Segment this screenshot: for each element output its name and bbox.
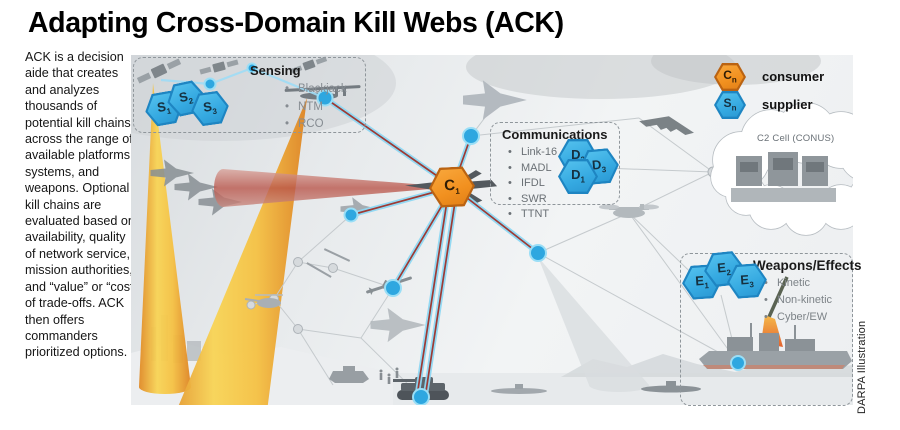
communications-title: Communications <box>502 127 608 142</box>
cloud-label: C2 Cell (CONUS) <box>757 133 835 144</box>
illustration-svg <box>131 55 853 405</box>
list-item: TTNT <box>507 207 557 223</box>
missile-icon <box>306 262 332 278</box>
osprey-icon <box>599 204 659 218</box>
credit-text: DARPA Illustration <box>856 320 868 414</box>
list-item: Kinetic <box>763 275 832 292</box>
list-item: IFDL <box>507 176 557 192</box>
soldiers <box>379 367 399 384</box>
satellite-icon <box>290 56 328 74</box>
amphibious-vehicle-icon <box>329 366 369 383</box>
weapons-title: Weapons/Effects <box>753 258 862 273</box>
sensing-list: BlackjackNTMRCO <box>284 81 347 134</box>
strike-jet-icon <box>370 307 426 343</box>
list-item: NTM <box>284 99 347 117</box>
page-title: Adapting Cross-Domain Kill Webs (ACK) <box>28 7 564 39</box>
satellite-icon <box>199 59 239 75</box>
c2-cloud <box>710 102 853 236</box>
satellite-sensor-cone-left <box>139 83 191 394</box>
submarine-icon <box>641 381 701 393</box>
sonar-cone <box>538 257 649 392</box>
targeting-cone <box>214 169 453 207</box>
list-item: Blackjack <box>284 81 347 99</box>
list-item: RCO <box>284 116 347 134</box>
list-item: Cyber/EW <box>763 309 832 326</box>
missile-icon <box>323 248 351 262</box>
helicopter-icon <box>244 294 283 308</box>
hex-d1: D1 <box>558 159 598 194</box>
fighter-jet-icon <box>174 173 218 201</box>
list-item: Non-kinetic <box>763 292 832 309</box>
c2-console-icon <box>731 152 836 202</box>
stealth-bomber-icon <box>639 116 694 136</box>
sensing-title: Sensing <box>250 63 301 78</box>
legend-consumer-label: consumer <box>762 69 825 84</box>
sensing-box: Sensing BlackjackNTMRCO <box>133 57 366 133</box>
satellite-icon <box>136 58 182 84</box>
list-item: Link-16 <box>507 145 557 161</box>
legend-supplier-label: supplier <box>762 97 813 112</box>
active-node-dots <box>203 62 746 405</box>
list-item: MADL <box>507 161 557 177</box>
communications-box: Communications Link-16MADLIFDLSWRTTNT <box>490 122 620 223</box>
intro-paragraph: ACK is a decision aide that creates and … <box>25 50 138 360</box>
submarine-icon <box>491 384 547 394</box>
weapons-effects-box: Weapons/Effects KineticNon-kineticCyber/… <box>680 253 862 406</box>
weapons-list: KineticNon-kineticCyber/EW <box>763 275 832 326</box>
communications-list: Link-16MADLIFDLSWRTTNT <box>507 145 557 223</box>
list-item: SWR <box>507 192 557 208</box>
